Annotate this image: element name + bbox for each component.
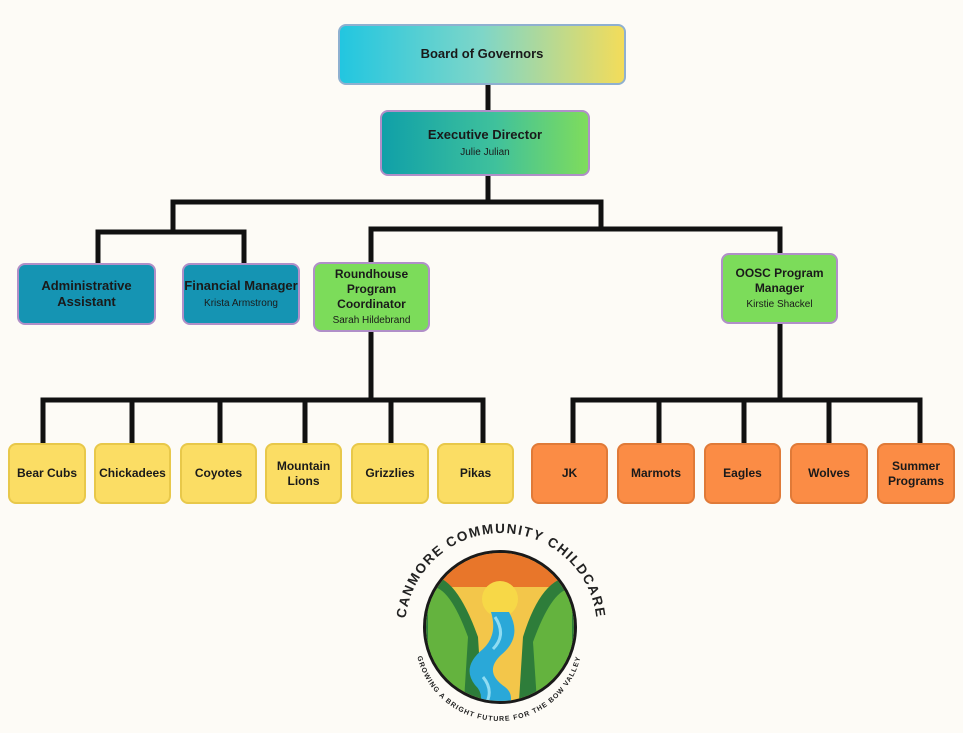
group-label: Eagles	[723, 466, 762, 480]
group-label: Summer Programs	[888, 458, 945, 488]
canmore-childcare-logo: CANMORE COMMUNITY CHILDCARE GROWING A BR…	[394, 521, 607, 722]
group-box: Eagles	[704, 443, 781, 504]
oosc-manager-box: OOSC Program Manager Kirstie Shackel	[721, 253, 838, 324]
administrative-assistant-box: Administrative Assistant	[17, 263, 156, 325]
group-box: Chickadees	[94, 443, 171, 504]
roundhouse-title: Roundhouse Program Coordinator	[334, 267, 409, 311]
group-box: Mountain Lions	[265, 443, 342, 504]
group-label: Pikas	[459, 466, 492, 480]
oosc-title: OOSC Program Manager	[735, 266, 824, 295]
group-box: Bear Cubs	[8, 443, 86, 504]
group-label: Grizzlies	[365, 466, 415, 480]
group-box: Pikas	[437, 443, 514, 504]
group-label: Mountain Lions	[276, 458, 331, 488]
group-box: Grizzlies	[351, 443, 429, 504]
group-box: Wolves	[790, 443, 868, 504]
group-box: Marmots	[617, 443, 695, 504]
roundhouse-name: Sarah Hildebrand	[332, 315, 411, 326]
board-title: Board of Governors	[420, 46, 544, 62]
roundhouse-coordinator-box: Roundhouse Program Coordinator Sarah Hil…	[313, 262, 430, 332]
group-box: JK	[531, 443, 608, 504]
group-label: JK	[561, 466, 578, 480]
financial-name: Krista Armstrong	[204, 297, 278, 309]
admin-title: Administrative Assistant	[41, 277, 132, 309]
group-box: Coyotes	[180, 443, 257, 504]
financial-title: Financial Manager	[184, 278, 298, 294]
group-box: Summer Programs	[877, 443, 955, 504]
financial-manager-box: Financial Manager Krista Armstrong	[182, 263, 300, 325]
group-label: Coyotes	[194, 466, 243, 480]
group-label: Chickadees	[99, 466, 166, 480]
group-label: Bear Cubs	[16, 466, 78, 480]
group-label: Wolves	[808, 466, 850, 480]
executive-title: Executive Director	[427, 127, 543, 143]
executive-name: Julie Julian	[460, 146, 510, 158]
group-label: Marmots	[630, 466, 681, 480]
oosc-name: Kirstie Shackel	[746, 299, 813, 310]
board-of-governors-box: Board of Governors	[338, 24, 626, 85]
executive-director-box: Executive Director Julie Julian	[380, 110, 590, 176]
